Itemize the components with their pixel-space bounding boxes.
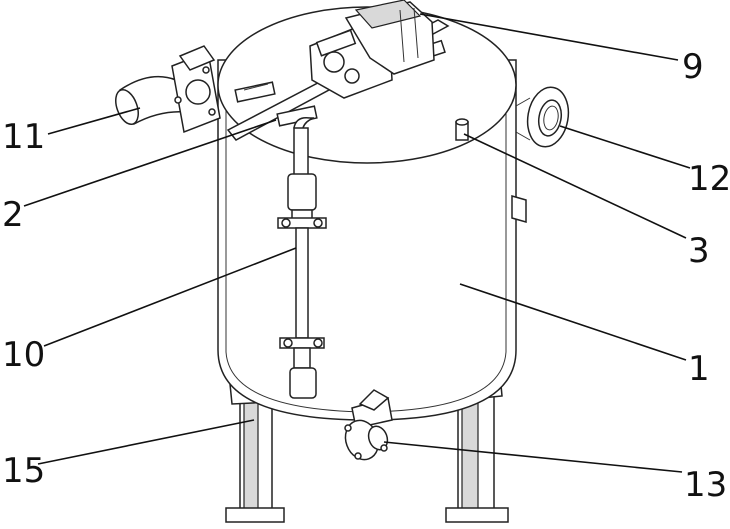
- leader-1: [459, 283, 687, 361]
- label-11: 11: [2, 117, 45, 157]
- outlet-valve: [344, 389, 393, 461]
- vertical-pipe: [277, 116, 327, 399]
- side-flange: [515, 86, 570, 148]
- label-12: 12: [688, 159, 730, 199]
- label-13: 13: [684, 465, 727, 505]
- label-1: 1: [688, 349, 710, 389]
- label-9: 9: [682, 47, 704, 87]
- leader-11: [47, 107, 141, 135]
- leader-13: [383, 441, 683, 473]
- label-15: 15: [2, 451, 45, 491]
- inlet-elbow: [115, 45, 221, 134]
- top-port: [455, 118, 469, 141]
- leader-3: [463, 133, 687, 239]
- leader-9: [419, 13, 679, 61]
- side-bracket: [511, 195, 527, 223]
- label-3: 3: [688, 231, 710, 271]
- motor-assembly: [309, 0, 435, 99]
- leader-lines: [23, 13, 691, 473]
- hinge-left: [234, 81, 276, 103]
- leader-10: [43, 247, 297, 347]
- leader-15: [37, 419, 255, 465]
- leader-2: [23, 119, 277, 207]
- label-2: 2: [2, 195, 24, 235]
- leader-12: [559, 125, 691, 169]
- label-10: 10: [2, 335, 45, 375]
